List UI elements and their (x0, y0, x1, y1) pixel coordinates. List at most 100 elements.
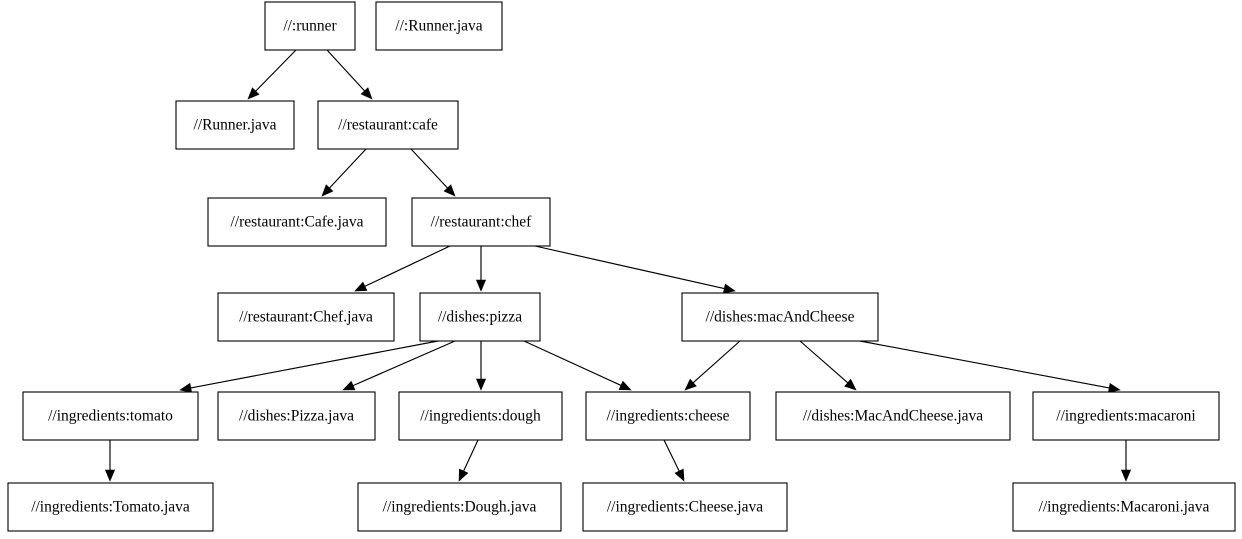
node-label: //ingredients:Cheese.java (607, 499, 763, 516)
graph-node-pizza_java[interactable]: //dishes:Pizza.java (217, 391, 376, 441)
graph-edge (179, 340, 439, 393)
graph-edge (342, 340, 456, 391)
edge-arrowhead (443, 184, 456, 197)
edge-line (463, 439, 479, 472)
graph-edge (859, 340, 1121, 393)
edge-line (663, 439, 680, 472)
graph-node-mac_java[interactable]: //dishes:MacAndCheese.java (775, 391, 1011, 441)
node-box[interactable] (207, 197, 387, 247)
graph-node-cafe_java[interactable]: //restaurant:Cafe.java (207, 197, 387, 247)
node-label: //Runner.java (193, 117, 276, 134)
edge-arrowhead (360, 87, 373, 100)
node-box[interactable] (357, 482, 562, 532)
node-box[interactable] (217, 391, 376, 441)
node-box[interactable] (419, 292, 541, 342)
node-label: //dishes:pizza (438, 309, 522, 326)
node-label: //ingredients:cheese (606, 408, 729, 425)
node-box[interactable] (7, 482, 214, 532)
edge-arrowhead (722, 283, 736, 294)
node-box[interactable] (217, 292, 395, 342)
graph-node-runner[interactable]: //:runner (264, 1, 356, 51)
node-box[interactable] (375, 1, 503, 51)
graph-node-cheese_java[interactable]: //ingredients:Cheese.java (582, 482, 788, 532)
edge-line (692, 340, 741, 384)
node-box[interactable] (1012, 482, 1236, 532)
edge-line (859, 340, 1110, 389)
node-label: //restaurant:Cafe.java (231, 214, 364, 231)
graph-edge (354, 245, 451, 292)
edge-line (410, 148, 448, 189)
edge-arrowhead (674, 468, 685, 482)
graph-edge (321, 148, 367, 197)
graph-node-ing_dough[interactable]: //ingredients:dough (398, 391, 563, 441)
node-label: //ingredients:tomato (48, 408, 173, 425)
edge-line (364, 245, 451, 287)
graph-nodes: //:runner //:Runner.java //Runner.java //re… (7, 1, 1236, 532)
graph-edge (534, 245, 736, 294)
graph-node-ing_macaroni[interactable]: //ingredients:macaroni (1032, 391, 1220, 441)
node-box[interactable] (585, 391, 751, 441)
node-label: //dishes:macAndCheese (706, 309, 855, 326)
node-box[interactable] (398, 391, 563, 441)
node-box[interactable] (317, 100, 459, 150)
graph-node-tomato_java[interactable]: //ingredients:Tomato.java (7, 482, 214, 532)
node-label: //:Runner.java (395, 18, 483, 35)
graph-edges (104, 49, 1132, 482)
edge-line (326, 49, 365, 92)
edge-arrowhead (1107, 382, 1121, 393)
graph-node-restaurant_cafe[interactable]: //restaurant:cafe (317, 100, 459, 150)
node-box[interactable] (582, 482, 788, 532)
graph-edge (326, 49, 373, 100)
node-label: //restaurant:Chef.java (239, 309, 373, 326)
graph-edge (523, 340, 632, 391)
edge-arrowhead (475, 378, 487, 391)
node-label: //ingredients:Macaroni.java (1039, 499, 1210, 516)
edge-arrowhead (458, 468, 469, 482)
edge-arrowhead (1120, 469, 1132, 482)
node-label: //ingredients:dough (420, 408, 541, 425)
node-label: //dishes:Pizza.java (239, 408, 354, 425)
edge-line (523, 340, 622, 386)
node-box[interactable] (264, 1, 356, 51)
edge-line (329, 148, 367, 189)
graph-node-macaroni_java[interactable]: //ingredients:Macaroni.java (1012, 482, 1236, 532)
graph-node-dishes_mac[interactable]: //dishes:macAndCheese (681, 292, 879, 342)
edge-line (190, 340, 439, 389)
node-box[interactable] (22, 391, 199, 441)
node-label: //ingredients:Dough.java (383, 499, 537, 516)
node-box[interactable] (175, 100, 295, 150)
graph-node-ing_tomato[interactable]: //ingredients:tomato (22, 391, 199, 441)
node-box[interactable] (775, 391, 1011, 441)
edge-line (255, 49, 297, 92)
node-label: //restaurant:chef (431, 214, 533, 231)
node-label: //ingredients:macaroni (1056, 408, 1196, 425)
edge-arrowhead (104, 469, 116, 482)
edge-arrowhead (342, 380, 356, 391)
graph-node-dough_java[interactable]: //ingredients:Dough.java (357, 482, 562, 532)
node-label: //:runner (283, 18, 337, 35)
edge-line (352, 340, 456, 387)
node-box[interactable] (411, 197, 551, 247)
graph-edge (1120, 440, 1132, 482)
edge-arrowhead (354, 281, 368, 292)
node-box[interactable] (1032, 391, 1220, 441)
graph-edge (247, 49, 297, 100)
graph-node-chef_java[interactable]: //restaurant:Chef.java (217, 292, 395, 342)
edge-arrowhead (247, 87, 260, 100)
node-box[interactable] (681, 292, 879, 342)
edge-arrowhead (684, 378, 697, 391)
graph-node-restaurant_chef[interactable]: //restaurant:chef (411, 197, 551, 247)
edge-line (534, 245, 725, 290)
graph-node-runner_java[interactable]: //Runner.java (175, 100, 295, 150)
graph-node-dishes_pizza[interactable]: //dishes:pizza (419, 292, 541, 342)
graph-edge (475, 246, 487, 292)
graph-node-root_runner_java[interactable]: //:Runner.java (375, 1, 503, 51)
graph-node-ing_cheese[interactable]: //ingredients:cheese (585, 391, 751, 441)
edge-line (799, 340, 849, 384)
graph-edge (663, 439, 685, 482)
graph-edge (104, 440, 116, 482)
edge-arrowhead (321, 184, 334, 197)
edge-arrowhead (475, 279, 487, 292)
